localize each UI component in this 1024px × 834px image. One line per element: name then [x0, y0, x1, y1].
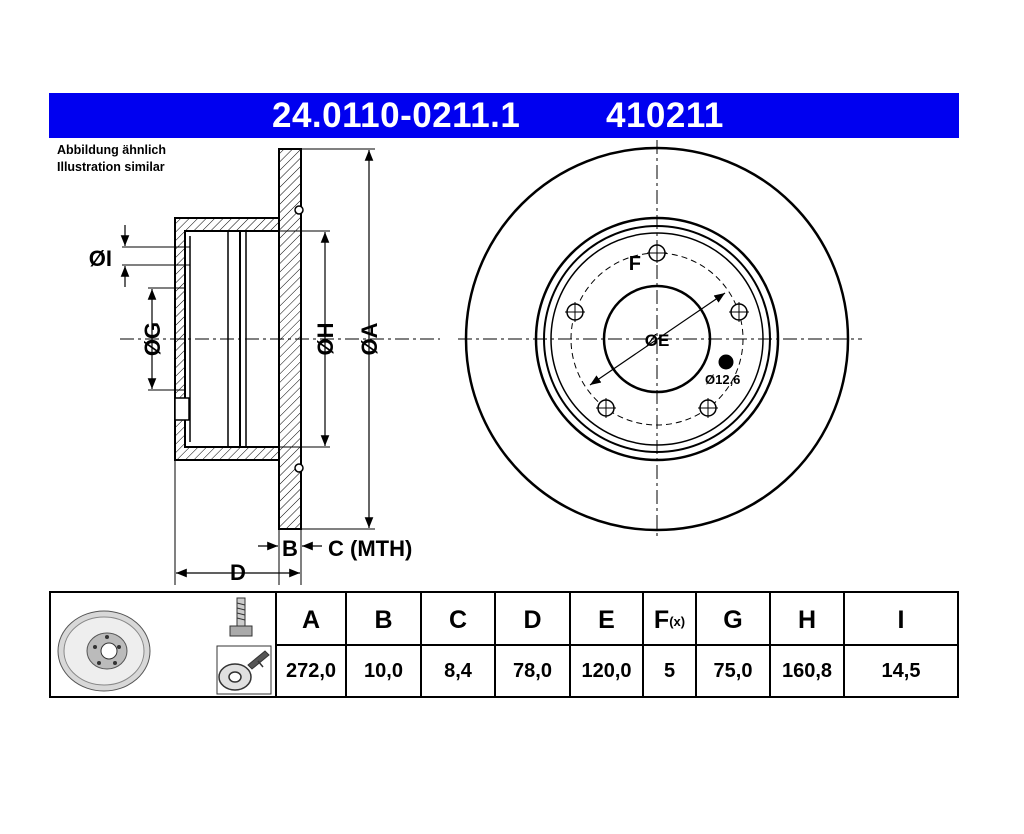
dimension-a: ØA: [301, 148, 382, 530]
spec-header-h: H: [769, 593, 843, 646]
note-german: Abbildung ähnlich: [57, 143, 167, 157]
spec-header-label: D: [523, 606, 542, 634]
spec-header-b: B: [345, 593, 420, 646]
bolt-icon: [229, 597, 253, 637]
spec-header-label: B: [374, 606, 393, 634]
spec-value-i: 14,5: [843, 646, 957, 696]
part-number: 24.0110-0211.1: [272, 96, 521, 135]
label-hole-diameter: Ø12,6: [705, 372, 740, 387]
spec-value-c: 8,4: [420, 646, 494, 696]
label-c: C (MTH): [328, 536, 412, 561]
spec-header-a: A: [275, 593, 345, 646]
spec-header-c: C: [420, 593, 494, 646]
spec-header-sub: (x): [669, 613, 686, 629]
spec-header-label: C: [448, 606, 468, 634]
spec-value-f: 5: [642, 646, 695, 696]
hat-outer-ring: [534, 216, 780, 462]
spec-header-label: E: [598, 606, 615, 634]
dimension-i: ØI: [89, 225, 190, 287]
locating-hole: [718, 354, 734, 370]
label-h: ØH: [313, 323, 338, 356]
spec-value-a: 272,0: [275, 646, 345, 696]
reference-number: 410211: [606, 96, 724, 135]
spec-value-g: 75,0: [695, 646, 769, 696]
brake-disc-icon: [57, 610, 151, 692]
note-english: Illustration similar: [57, 160, 165, 174]
label-a: ØA: [357, 322, 382, 355]
label-e: ØE: [645, 331, 670, 350]
outer-rim: [464, 146, 850, 532]
dimension-g: ØG: [140, 287, 185, 391]
icon-area: [57, 597, 272, 695]
spec-header-label: I: [897, 606, 905, 634]
spec-header-e: E: [569, 593, 642, 646]
disc-front-view: ØE F Ø12,6: [458, 140, 862, 540]
dimension-d: D: [174, 460, 300, 585]
illustration-note: Abbildung ähnlich Illustration similar: [57, 142, 166, 176]
label-i: ØI: [89, 246, 112, 271]
label-g: ØG: [140, 322, 165, 356]
spec-value-h: 160,8: [769, 646, 843, 696]
spec-header-label: A: [301, 606, 321, 634]
spec-header-label: G: [723, 606, 743, 634]
label-d: D: [230, 560, 246, 585]
mounting-tool-icon: [216, 645, 272, 695]
title-bar: 24.0110-0211.1 410211: [49, 93, 959, 138]
disc-cross-section: [120, 148, 440, 530]
spec-value-e: 120,0: [569, 646, 642, 696]
spec-header-g: G: [695, 593, 769, 646]
label-f: F: [629, 253, 641, 275]
technical-drawing: ØI ØG ØH ØA B C (MTH) D: [89, 140, 862, 585]
spec-value-d: 78,0: [494, 646, 569, 696]
spec-header-f: F(x): [642, 593, 695, 646]
spec-value-b: 10,0: [345, 646, 420, 696]
spec-header-label: F: [653, 606, 670, 634]
spec-header-label: H: [797, 606, 817, 634]
dimension-b-c: B C (MTH): [258, 529, 412, 585]
spec-header-i: I: [843, 593, 957, 646]
spec-header-d: D: [494, 593, 569, 646]
label-b: B: [282, 536, 298, 561]
dimension-h: ØH: [246, 230, 338, 448]
